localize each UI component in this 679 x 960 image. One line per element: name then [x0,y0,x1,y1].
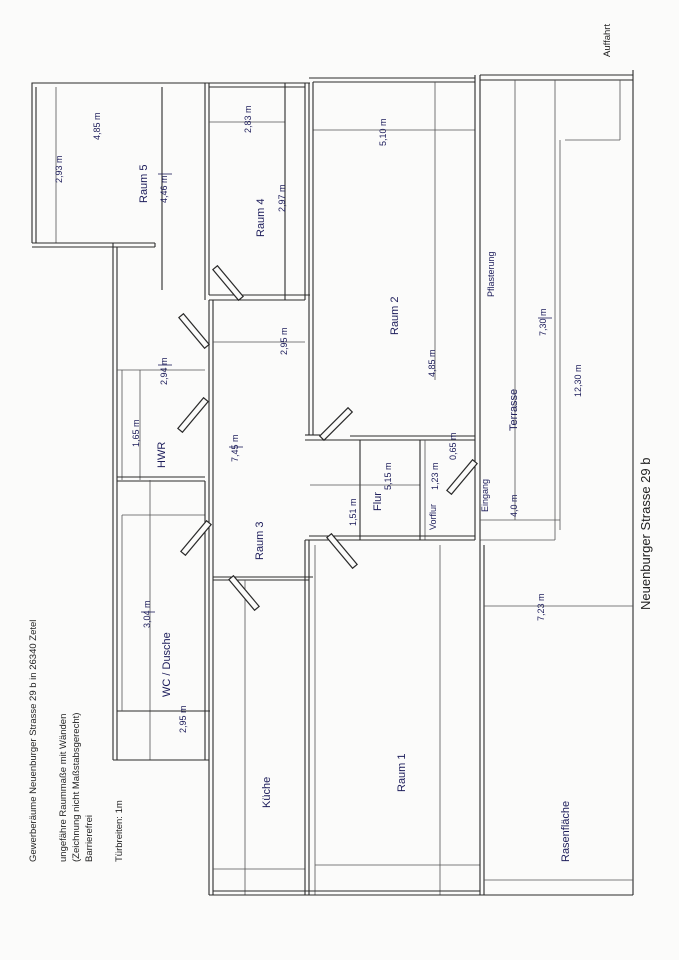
dim-hwr-a: 1,65 m [131,419,141,447]
room-raum-5: Raum 5 [138,164,150,203]
header-line-5: Türbreiten: 1m [114,800,125,862]
dim-flur-b: 1,51 m [348,498,358,526]
header-line-2: ungefähre Raummaße mit Wänden [58,714,69,862]
dim-raum2-c: 4,85 m [427,349,437,377]
room-flur: Flur [372,492,384,511]
dim-total: 12,30 m [573,364,583,397]
dim-pflasterung: 7,30 m [538,308,548,336]
walls [31,74,633,896]
dimension-labels: 2,93 m 4,85 m 4,46 m 2,83 m 2,97 m 5,10 … [54,105,583,733]
dim-raum4-a: 2,83 m [243,105,253,133]
dim-raum3: 7,45 m [230,434,240,462]
header-line-3: (Zeichnung nicht Maßstabsgerecht) [71,713,82,862]
dim-raum4-b: 2,97 m [277,184,287,212]
room-wc: WC / Dusche [161,632,173,697]
header-notes: Gewerberäume Neuenburger Strasse 29 b in… [28,620,125,862]
dim-hwr-b: 2,94 m [159,357,169,385]
room-terrasse: Terrasse [508,389,520,431]
room-raum-2: Raum 2 [389,296,401,335]
room-vorflur: Vorflur [428,504,438,530]
header-line-4: Barrierefrei [84,815,95,862]
street-label: Neuenburger Strasse 29 b [638,458,653,610]
dim-vorflur-b: 0,65 m [448,432,458,460]
doors [177,264,478,612]
room-hwr: HWR [156,442,168,468]
driveway-label: Auffahrt [602,24,613,57]
room-labels: Raum 1 Raum 2 Raum 3 Raum 4 Raum 5 Küche… [138,164,572,862]
room-rasenflaeche: Rasenfläche [560,801,572,862]
dim-raum5-a: 2,93 m [54,155,64,183]
header-line-1: Gewerberäume Neuenburger Strasse 29 b in… [28,620,39,862]
room-pflasterung: Pflasterung [486,251,496,297]
dim-raum5-c: 4,46 m [159,175,169,203]
dim-raum2-a: 5,10 m [378,118,388,146]
room-kueche: Küche [261,777,273,808]
dim-wc-b: 2,95 m [178,705,188,733]
dim-raum2-b: 2,95 m [279,327,289,355]
dim-terrasse: 4,0 m [509,494,519,517]
room-raum-4: Raum 4 [255,198,267,237]
room-raum-1: Raum 1 [396,753,408,792]
dim-vorflur-a: 1,23 m [430,462,440,490]
dim-flur-a: 5,15 m [383,462,393,490]
dim-raum5-b: 4,85 m [92,112,102,140]
dim-wc-a: 3,04 m [142,600,152,628]
dim-rasen: 7,23 m [536,593,546,621]
room-eingang: Eingang [480,479,490,512]
room-raum-3: Raum 3 [254,521,266,560]
